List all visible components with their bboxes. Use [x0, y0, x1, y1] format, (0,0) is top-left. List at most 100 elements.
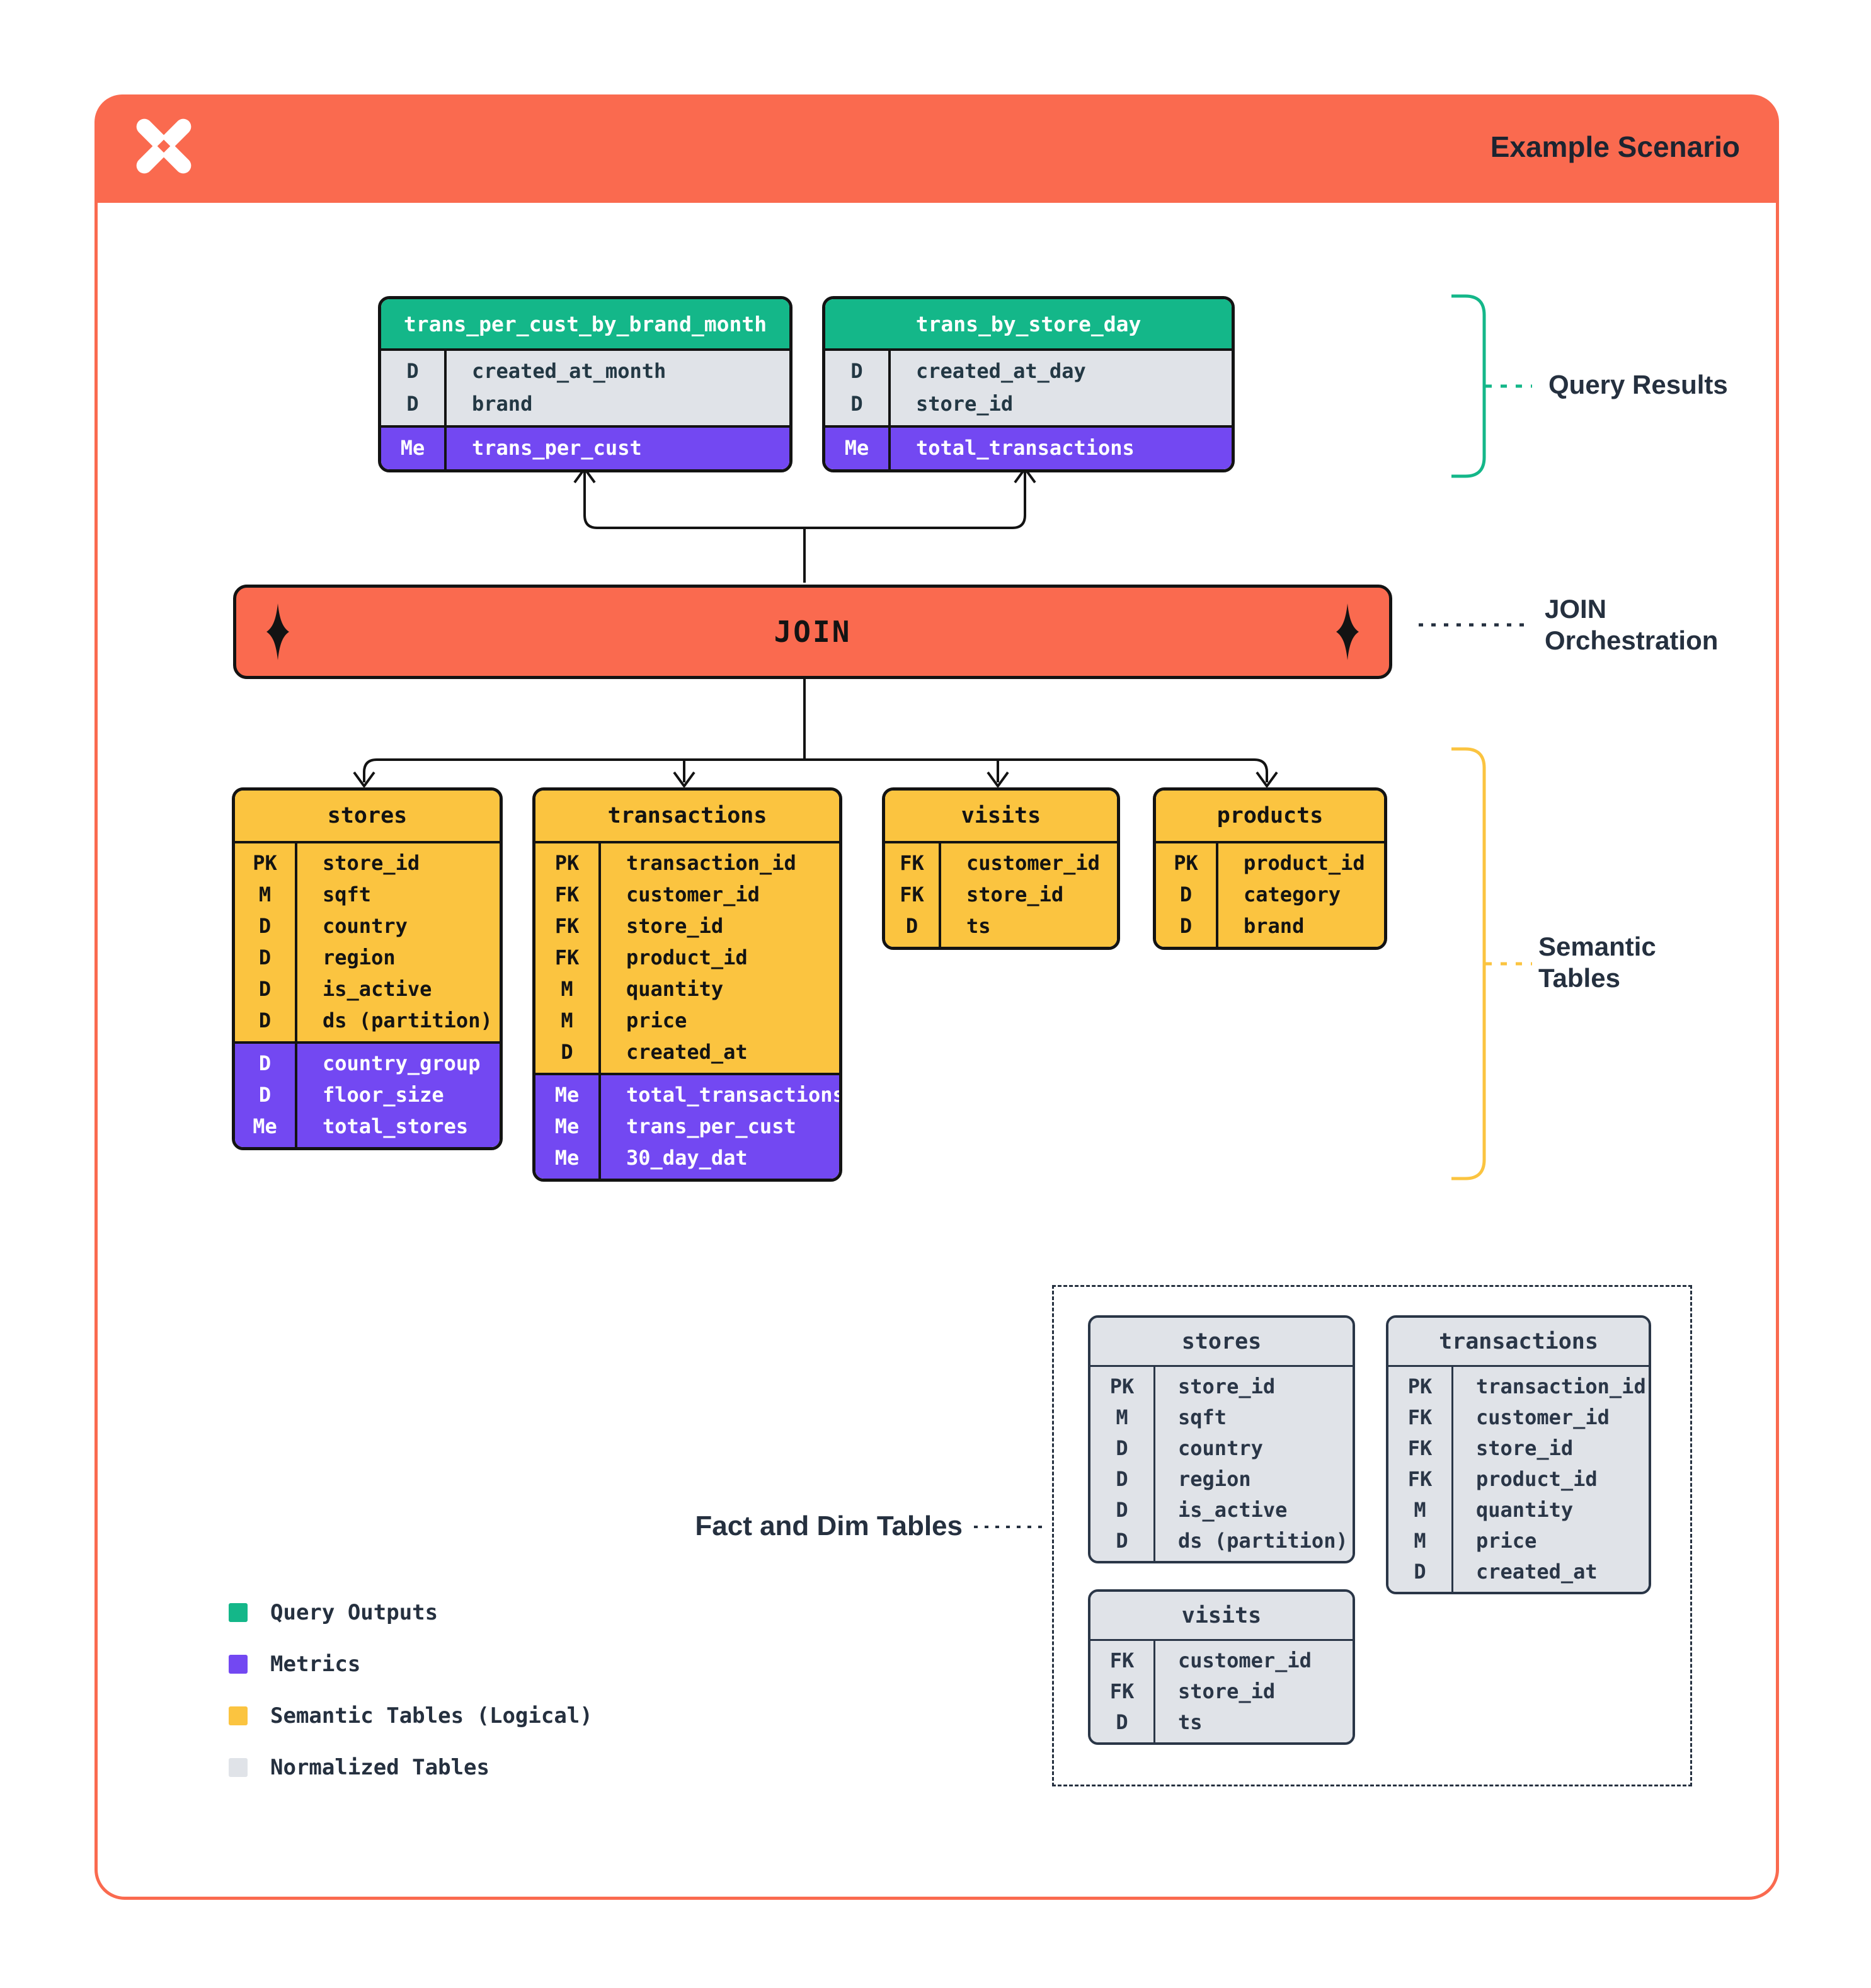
query-results-label: Query Results [1548, 370, 1728, 399]
field-name: store_id [1178, 1374, 1276, 1398]
field-key: D [258, 914, 272, 938]
table-section-metrics: Me total_transactions [825, 425, 1232, 469]
field-name: trans_per_cust [472, 436, 642, 460]
legend-label: Normalized Tables [270, 1755, 489, 1780]
field-name: 30_day_dat [626, 1146, 748, 1170]
field-name: created_at_month [472, 359, 667, 383]
legend-label: Query Outputs [270, 1600, 438, 1625]
field-key: FK [1407, 1436, 1433, 1460]
field-name: product_id [1476, 1466, 1598, 1491]
legend-item: Query Outputs [229, 1600, 593, 1625]
table-title: stores [235, 791, 500, 843]
field-key: D [850, 359, 863, 383]
table-title: stores [1090, 1318, 1353, 1367]
field-key: PK [1407, 1374, 1433, 1398]
field-name: brand [1244, 914, 1305, 938]
field-name: store_id [966, 883, 1064, 906]
field-key: Me [554, 1146, 580, 1170]
field-key: M [258, 883, 272, 906]
field-name: product_id [1244, 851, 1365, 875]
field-key: D [258, 1008, 272, 1032]
field-key: D [1179, 883, 1193, 906]
legend-item: Metrics [229, 1652, 593, 1677]
field-name: ts [966, 914, 991, 938]
fact-dim-label: Fact and Dim Tables [695, 1511, 963, 1541]
field-name: sqft [323, 883, 372, 906]
field-key: FK [1407, 1405, 1433, 1429]
field-name: transaction_id [626, 851, 796, 875]
field-key: FK [900, 851, 924, 875]
legend-swatch [229, 1758, 248, 1777]
join-orchestration-line2: Orchestration [1545, 626, 1719, 655]
field-key: M [1414, 1528, 1426, 1553]
field-name: quantity [626, 977, 724, 1001]
table-title: visits [1090, 1592, 1353, 1641]
field-key: D [561, 1040, 573, 1064]
field-name: store_id [916, 392, 1014, 416]
field-name: floor_size [323, 1083, 444, 1107]
field-name: customer_id [1178, 1648, 1312, 1672]
diamond-icon [1336, 603, 1359, 660]
legend-swatch [229, 1706, 248, 1725]
field-name: store_id [626, 914, 724, 938]
field-key: Me [554, 1114, 580, 1138]
name-column: created_at_day store_id [888, 351, 1232, 425]
field-key: FK [554, 883, 580, 906]
field-key: D [258, 1083, 272, 1107]
semantic-tables-label: Semantic Tables [1538, 931, 1656, 994]
field-name: total_transactions [916, 436, 1135, 460]
field-key: D [1116, 1528, 1128, 1553]
field-name: created_at_day [916, 359, 1086, 383]
field-key: FK [1109, 1648, 1135, 1672]
field-name: total_stores [323, 1114, 469, 1138]
field-key: D [1179, 914, 1193, 938]
field-name: price [1476, 1528, 1537, 1553]
field-name: product_id [626, 945, 748, 969]
field-key: M [1116, 1405, 1128, 1429]
field-key: FK [900, 883, 924, 906]
field-key: Me [400, 436, 425, 460]
field-key: PK [253, 851, 277, 875]
field-name: customer_id [1476, 1405, 1610, 1429]
field-name: region [1178, 1466, 1251, 1491]
table-title: transactions [535, 791, 839, 843]
field-name: store_id [1476, 1436, 1574, 1460]
field-key: D [1116, 1436, 1128, 1460]
legend-swatch [229, 1603, 248, 1622]
table-title: products [1156, 791, 1384, 843]
join-label: JOIN [774, 615, 852, 649]
field-key: Me [844, 436, 869, 460]
legend-item: Semantic Tables (Logical) [229, 1703, 593, 1728]
field-name: store_id [1178, 1679, 1276, 1703]
